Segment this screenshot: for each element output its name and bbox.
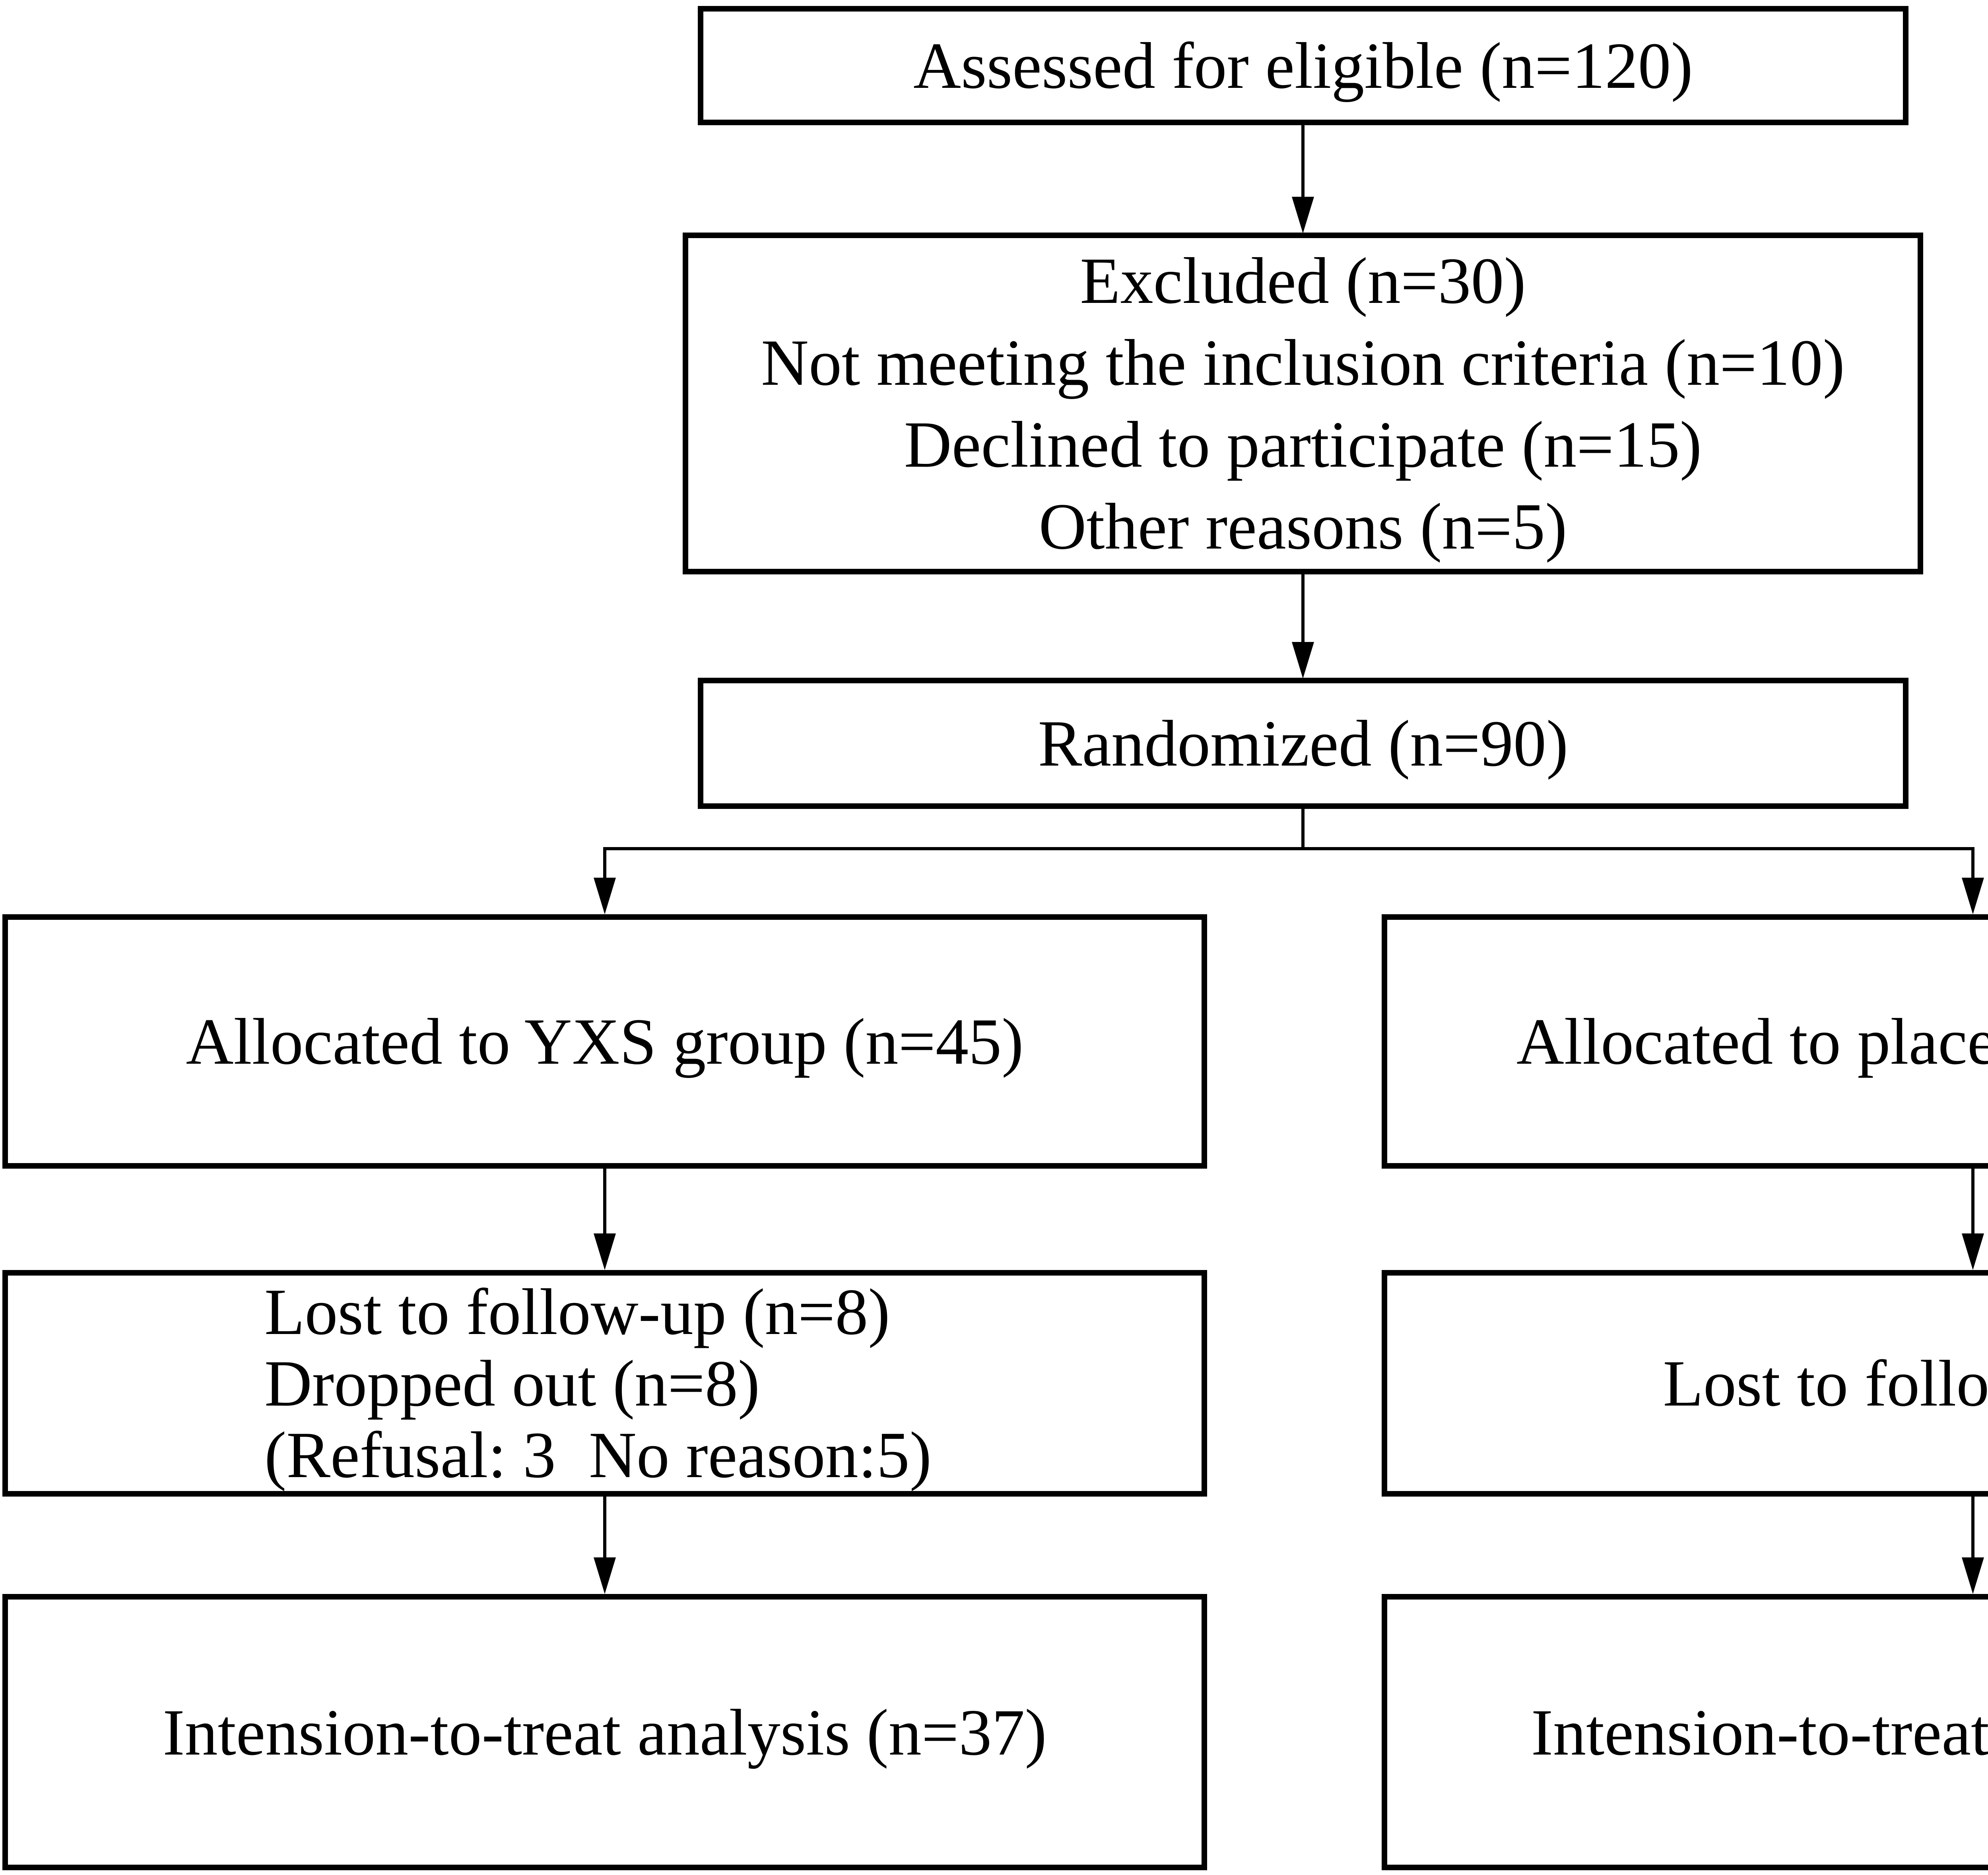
box-text-line: Excluded (n=30)	[1080, 244, 1526, 317]
connector-line	[603, 847, 606, 880]
box-text-line: Other reasons (n=5)	[1039, 490, 1567, 563]
box-text-line: (Refusal: 3 No reason:5)	[264, 1418, 932, 1491]
connector-line	[1971, 1168, 1974, 1236]
box-text-line: Assessed for eligible (n=120)	[913, 29, 1693, 102]
connector-line	[603, 1168, 606, 1236]
arrow-down-icon	[594, 1233, 616, 1270]
connector-line	[603, 1496, 606, 1560]
box-text-line: Randomized (n=90)	[1038, 707, 1569, 780]
itt-analysis-yxs-box: Intension-to-treat analysis (n=37)	[2, 1594, 1207, 1870]
box-text-line: Declined to participate (n=15)	[904, 408, 1702, 481]
allocated-yxs-box: Allocated to YXS group (n=45)	[2, 914, 1207, 1169]
assessed-box: Assessed for eligible (n=120)	[698, 6, 1908, 125]
box-text-line: Intension-to-treat analysis (n=37)	[163, 1695, 1047, 1769]
itt-analysis-placebo-box: Intension-to-treat analysis (n=45)	[1382, 1594, 1988, 1870]
randomized-box: Randomized (n=90)	[698, 678, 1908, 809]
connector-line	[1301, 574, 1305, 645]
excluded-box: Excluded (n=30) Not meeting the inclusio…	[683, 233, 1923, 574]
arrow-down-icon	[1962, 1233, 1984, 1270]
connector-line	[1971, 847, 1974, 880]
arrow-down-icon	[1962, 878, 1984, 914]
split-connector-line	[603, 847, 1974, 850]
lost-followup-placebo-box: Lost to follow up (n=0)	[1382, 1270, 1988, 1497]
arrow-down-icon	[1292, 197, 1314, 233]
box-text-line: Dropped out (n=8)	[264, 1347, 760, 1420]
connector-line	[1301, 808, 1305, 850]
arrow-down-icon	[1292, 642, 1314, 679]
box-text-line: Intension-to-treat analysis (n=45)	[1531, 1695, 1988, 1769]
arrow-down-icon	[594, 1557, 616, 1594]
arrow-down-icon	[594, 878, 616, 914]
lost-followup-yxs-box: Lost to follow-up (n=8) Dropped out (n=8…	[2, 1270, 1207, 1497]
box-text-line: Not meeting the inclusion criteria (n=10…	[761, 326, 1845, 399]
arrow-down-icon	[1962, 1557, 1984, 1594]
box-text-line: Allocated to YXS group (n=45)	[186, 1005, 1024, 1078]
box-text-line: Lost to follow up (n=0)	[1663, 1347, 1988, 1420]
box-text-line: Allocated to placebo group (n=45)	[1516, 1005, 1988, 1078]
connector-line	[1301, 124, 1305, 200]
allocated-placebo-box: Allocated to placebo group (n=45)	[1382, 914, 1988, 1169]
connector-line	[1971, 1496, 1974, 1560]
box-text-line: Lost to follow-up (n=8)	[264, 1275, 890, 1348]
